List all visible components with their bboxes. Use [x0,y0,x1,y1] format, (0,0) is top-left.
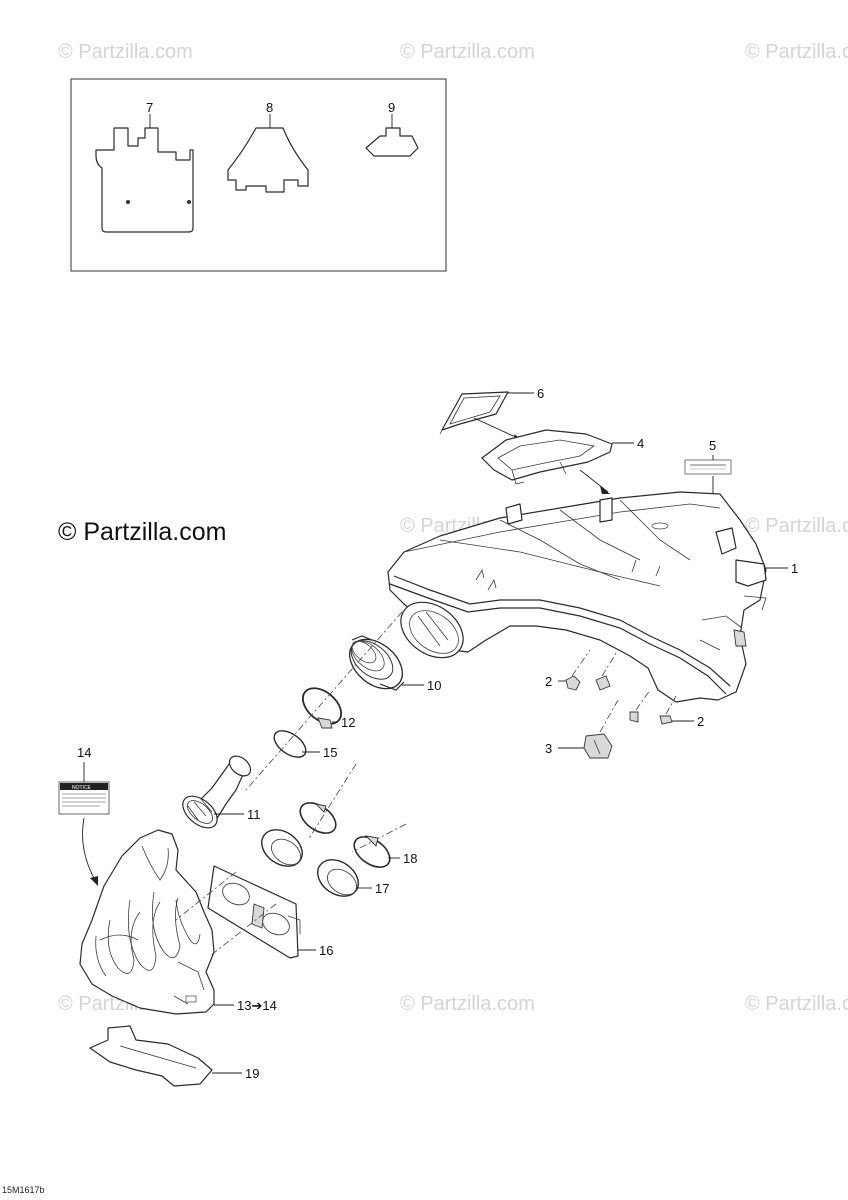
upper-clamp [299,802,337,834]
callout-19: 19 [245,1066,259,1081]
callout-17: 17 [375,881,389,896]
callout-4: 4 [637,436,644,451]
part-12-clamp [301,687,343,729]
callout-13: 13➔14 [237,998,277,1013]
part-16-plate [175,865,316,959]
callout-8: 8 [266,100,273,115]
callout-3: 3 [545,741,552,756]
callout-7: 7 [146,100,153,115]
part-7-seal-plate [95,114,194,233]
part-14-notice-label: NOTICE [58,762,110,886]
watermark: © Partzilla.com [58,41,193,63]
part-4-cover [481,429,634,485]
callout-2b: 2 [697,714,704,729]
callout-9: 9 [388,100,395,115]
part-11-intake-tube [182,755,252,829]
watermark: © Partzilla.com [745,515,848,537]
part-18-clamp [353,835,400,868]
part-1-airbox [387,491,788,703]
part-15-o-ring [273,730,320,758]
inset-frame [70,78,447,272]
part-10-bellows [349,635,424,691]
callout-6: 6 [537,386,544,401]
watermark: © Partzilla.com [745,41,848,63]
part-17-ring [317,859,372,897]
callout-2a: 2 [545,674,552,689]
notice-heading: NOTICE [72,785,92,791]
callout-15: 15 [323,745,337,760]
callout-11: 11 [247,807,261,822]
callout-5: 5 [709,438,716,453]
callout-12: 12 [341,715,355,730]
upper-ring [261,829,303,867]
part-2-clips [558,649,694,725]
callout-10: 10 [427,678,441,693]
callout-1: 1 [791,561,798,576]
part-8-seal [227,114,309,193]
watermark: © Partzilla.com [400,41,535,63]
callout-16: 16 [319,943,333,958]
callout-18: 18 [403,851,417,866]
part-13-lower-housing [79,829,234,1015]
part-3-clip [558,699,619,759]
watermark: © Partzilla.com [400,993,535,1015]
part-9-seal [365,114,419,157]
drawing-code: 15M1617b [2,1185,45,1195]
watermark: © Partzilla.com [745,993,848,1015]
partzilla-brand-text: © Partzilla.com [58,518,227,546]
part-19-pad [89,1025,242,1087]
part-6-frame [439,391,534,435]
callout-14: 14 [77,745,91,760]
